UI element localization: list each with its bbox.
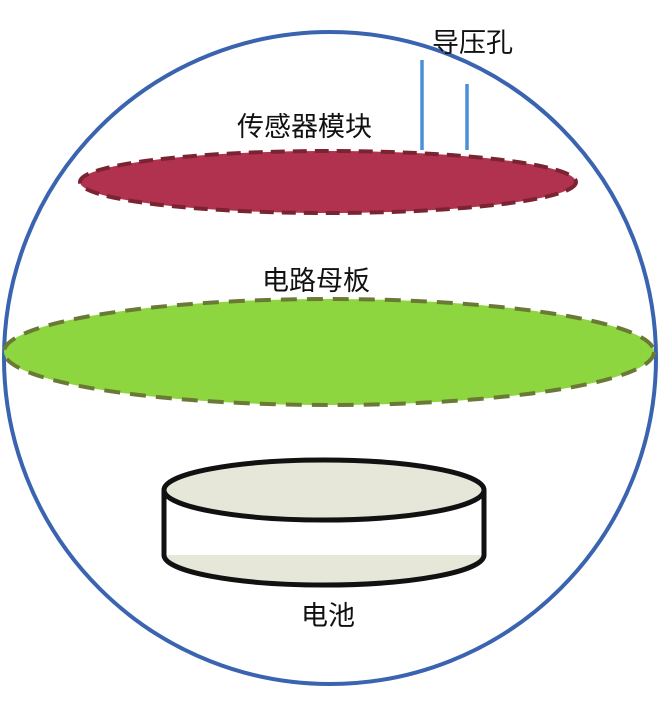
battery-cylinder bbox=[161, 457, 487, 588]
battery-top-face bbox=[161, 457, 487, 523]
outer-sphere bbox=[2, 30, 658, 686]
battery-label: 电池 bbox=[301, 601, 355, 632]
sensor-module-label: 传感器模块 bbox=[237, 112, 372, 143]
motherboard-disc bbox=[2, 297, 656, 407]
sensor-module-disc bbox=[78, 149, 578, 215]
motherboard-label: 电路母板 bbox=[262, 266, 370, 297]
pressure-hole-label: 导压孔 bbox=[432, 28, 513, 59]
